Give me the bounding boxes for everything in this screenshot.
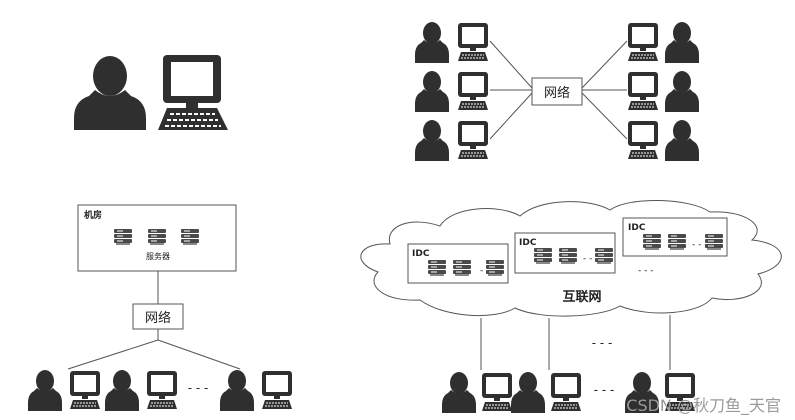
server-icon [485,259,505,277]
user-icon [415,71,449,112]
server-icon [642,233,662,251]
computer-icon [550,372,582,412]
computer-icon [627,22,659,62]
server-icon [533,247,553,265]
idc-label: IDC [519,238,537,248]
computer-icon [481,372,513,412]
watermark: CSDN @秋刀鱼_天官 [626,396,781,416]
network-box: 网络 [531,77,583,106]
connection-lines [489,40,628,140]
computer-icon [158,55,228,130]
user-icon [511,372,545,413]
room-label: 机房 [84,209,102,221]
server-icon [704,233,724,251]
computer-icon [457,71,489,111]
panel-c-server-room: 机房 服务器 网络 - - - [28,204,293,411]
user-icon [415,120,449,161]
panel-b-network: 网络 [415,22,699,161]
user-icon [28,370,62,411]
idc-box: IDC - - - [407,243,509,284]
user-icon [220,370,254,411]
row-ellipsis: - - - [583,254,598,264]
idc-label: IDC [628,223,646,233]
network-label: 网络 [544,85,570,101]
panel-d-internet: 互联网 IDC - - - IDC - - - IDC - - - - - [360,199,782,413]
cloud-label: 互联网 [562,290,601,305]
servers-label: 服务器 [146,251,170,261]
server-icon [147,228,167,246]
server-icon [427,259,447,277]
ellipsis: - - - [188,381,209,395]
line-ellipsis: - - - [592,336,613,350]
idc-label: IDC [412,249,430,259]
bottom-ellipsis: - - - [594,383,615,397]
network-box: 网络 [132,303,184,330]
server-icon [558,247,578,265]
panel-a-standalone [74,55,228,130]
computer-icon [261,370,293,410]
server-icon [180,228,200,246]
user-icon [74,56,146,130]
row-ellipsis: - - - [692,240,707,250]
server-icon [452,259,472,277]
idc-box: IDC - - - [622,217,728,257]
network-label: 网络 [145,310,171,326]
computer-icon [627,71,659,111]
connection-lines [67,271,241,370]
user-icon [105,370,139,411]
user-icon [442,372,476,413]
computer-icon [457,120,489,160]
user-icon [665,120,699,161]
computer-icon [146,370,178,410]
user-icon [415,22,449,63]
computer-icon [627,120,659,160]
user-icon [665,22,699,63]
server-room-box: 机房 服务器 [77,204,237,272]
server-icon [594,247,614,265]
connection-lines [480,315,671,370]
cloud-ellipsis: - - - [638,266,653,276]
computer-icon [69,370,101,410]
computer-icon [457,22,489,62]
idc-box: IDC - - - [514,232,616,274]
server-icon [113,228,133,246]
server-icon [667,233,687,251]
user-icon [665,71,699,112]
